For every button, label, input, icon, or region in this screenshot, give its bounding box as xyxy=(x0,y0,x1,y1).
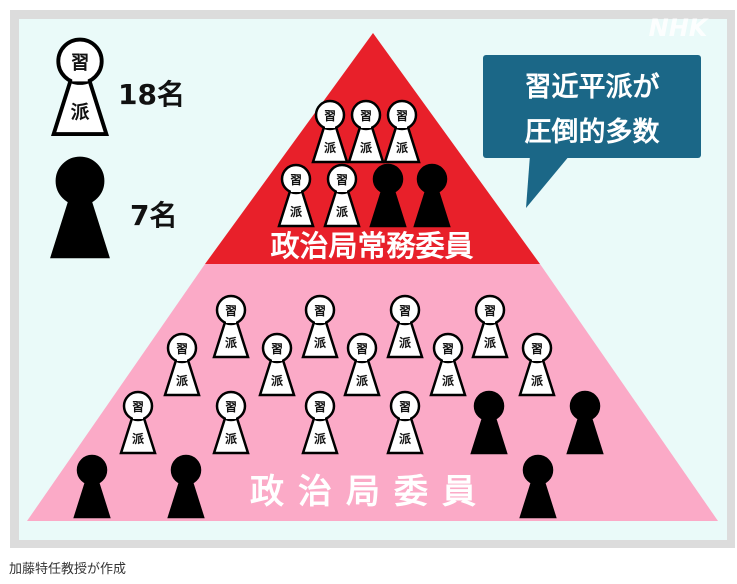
pawn-head-char: 習 xyxy=(396,109,408,123)
nhk-logo: NHK xyxy=(649,14,710,42)
pawn-body-char: 派 xyxy=(314,336,327,350)
xi-faction-pawn-icon: 習派 xyxy=(386,294,424,359)
other-pawn-icon xyxy=(470,390,508,455)
pawn-head-char: 習 xyxy=(324,109,336,123)
other-pawn-icon xyxy=(519,454,557,519)
legend-xi-count: 18名 xyxy=(118,78,185,111)
pawn-head-char: 習 xyxy=(71,53,90,74)
pawn-body-char: 派 xyxy=(271,374,284,388)
pawn-body-char: 派 xyxy=(225,432,238,446)
other-pawn-icon xyxy=(73,454,111,519)
other-pawn-icon xyxy=(369,163,407,228)
xi-faction-pawn-icon: 習派 xyxy=(277,163,315,228)
pawn-body-char: 派 xyxy=(399,432,412,446)
pawn-body-char: 派 xyxy=(324,141,337,155)
xi-faction-pawn-icon: 習派 xyxy=(212,294,250,359)
bubble-line-1: 習近平派が xyxy=(525,71,660,103)
pawn-head-char: 習 xyxy=(336,173,348,187)
pawn-head-char: 習 xyxy=(356,342,368,356)
pawn-body-char: 派 xyxy=(225,336,238,350)
xi-faction-pawn-icon: 習派 xyxy=(429,332,467,397)
pawn-body-char: 派 xyxy=(360,141,373,155)
pawn-group: 習派習派習派習派習派習派習派習派習派習派習派習派習派習派習派習派習派習派習派 xyxy=(50,37,604,519)
pawn-body-char: 派 xyxy=(132,432,145,446)
xi-faction-pawn-icon: 習派 xyxy=(258,332,296,397)
pawn-body-char: 派 xyxy=(356,374,369,388)
pawn-body-char: 派 xyxy=(290,205,303,219)
pawn-body-char: 派 xyxy=(531,374,544,388)
xi-faction-pawn-icon: 習派 xyxy=(386,390,424,455)
xi-faction-pawn-icon: 習派 xyxy=(471,294,509,359)
pawn-head-char: 習 xyxy=(442,342,454,356)
pawn-body-char: 派 xyxy=(399,336,412,350)
pawn-head-char: 習 xyxy=(314,304,326,318)
other-pawn-icon xyxy=(566,390,604,455)
xi-faction-pawn-icon: 習派 xyxy=(343,332,381,397)
pawn-head-char: 習 xyxy=(484,304,496,318)
speech-bubble: 習近平派が 圧倒的多数 xyxy=(483,55,701,208)
pawn-head-char: 習 xyxy=(132,400,144,414)
standing-committee-label: 政治局常務委員 xyxy=(270,229,473,263)
pawn-body-char: 派 xyxy=(176,374,189,388)
politburo-label: 政治局委員 xyxy=(250,472,490,512)
xi-faction-pawn-icon: 習派 xyxy=(518,332,556,397)
pawn-body-char: 派 xyxy=(396,141,409,155)
other-pawn-icon xyxy=(413,163,451,228)
pawn-head-char: 習 xyxy=(399,304,411,318)
pawn-body-char: 派 xyxy=(314,432,327,446)
xi-faction-pawn-icon: 習派 xyxy=(51,37,109,137)
xi-faction-pawn-icon: 習派 xyxy=(347,99,385,164)
legend-other-count: 7名 xyxy=(130,199,177,232)
pawn-body-char: 派 xyxy=(71,103,90,124)
pawn-head-char: 習 xyxy=(290,173,302,187)
xi-faction-pawn-icon: 習派 xyxy=(301,390,339,455)
image-caption: 加藤特任教授が作成 xyxy=(9,562,127,577)
xi-faction-pawn-icon: 習派 xyxy=(323,163,361,228)
xi-faction-pawn-icon: 習派 xyxy=(383,99,421,164)
pawn-head-char: 習 xyxy=(314,400,326,414)
pawn-head-char: 習 xyxy=(399,400,411,414)
bubble-line-2: 圧倒的多数 xyxy=(525,116,661,148)
pawn-head-char: 習 xyxy=(531,342,543,356)
xi-faction-pawn-icon: 習派 xyxy=(212,390,250,455)
xi-faction-pawn-icon: 習派 xyxy=(163,332,201,397)
pawn-head-char: 習 xyxy=(225,304,237,318)
pawn-body-char: 派 xyxy=(442,374,455,388)
xi-faction-pawn-icon: 習派 xyxy=(311,99,349,164)
other-pawn-icon xyxy=(167,454,205,519)
pawn-body-char: 派 xyxy=(484,336,497,350)
pawn-head-char: 習 xyxy=(360,109,372,123)
pawn-head-char: 習 xyxy=(225,400,237,414)
pawn-head-char: 習 xyxy=(271,342,283,356)
pawn-body-char: 派 xyxy=(336,205,349,219)
pawn-head-char: 習 xyxy=(176,342,188,356)
xi-faction-pawn-icon: 習派 xyxy=(301,294,339,359)
other-pawn-icon xyxy=(50,156,110,259)
xi-faction-pawn-icon: 習派 xyxy=(119,390,157,455)
